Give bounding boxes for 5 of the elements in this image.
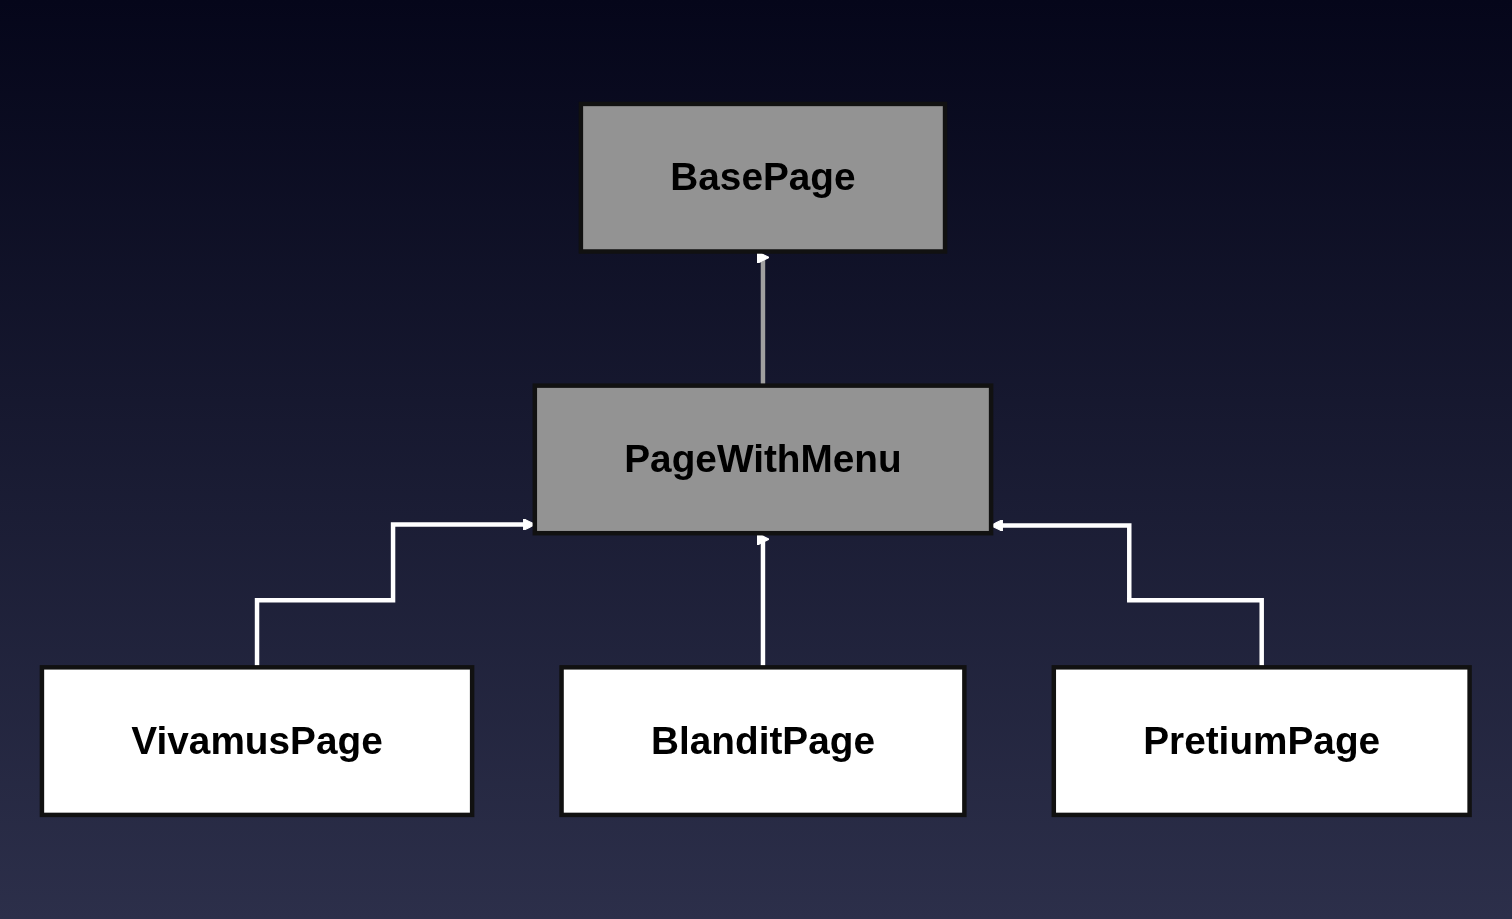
node-box: VivamusPage — [39, 665, 475, 818]
node-box: PageWithMenu — [532, 383, 994, 536]
node-box: BlanditPage — [559, 665, 967, 818]
node-box: BasePage — [578, 101, 948, 254]
node-box: PretiumPage — [1051, 665, 1473, 818]
